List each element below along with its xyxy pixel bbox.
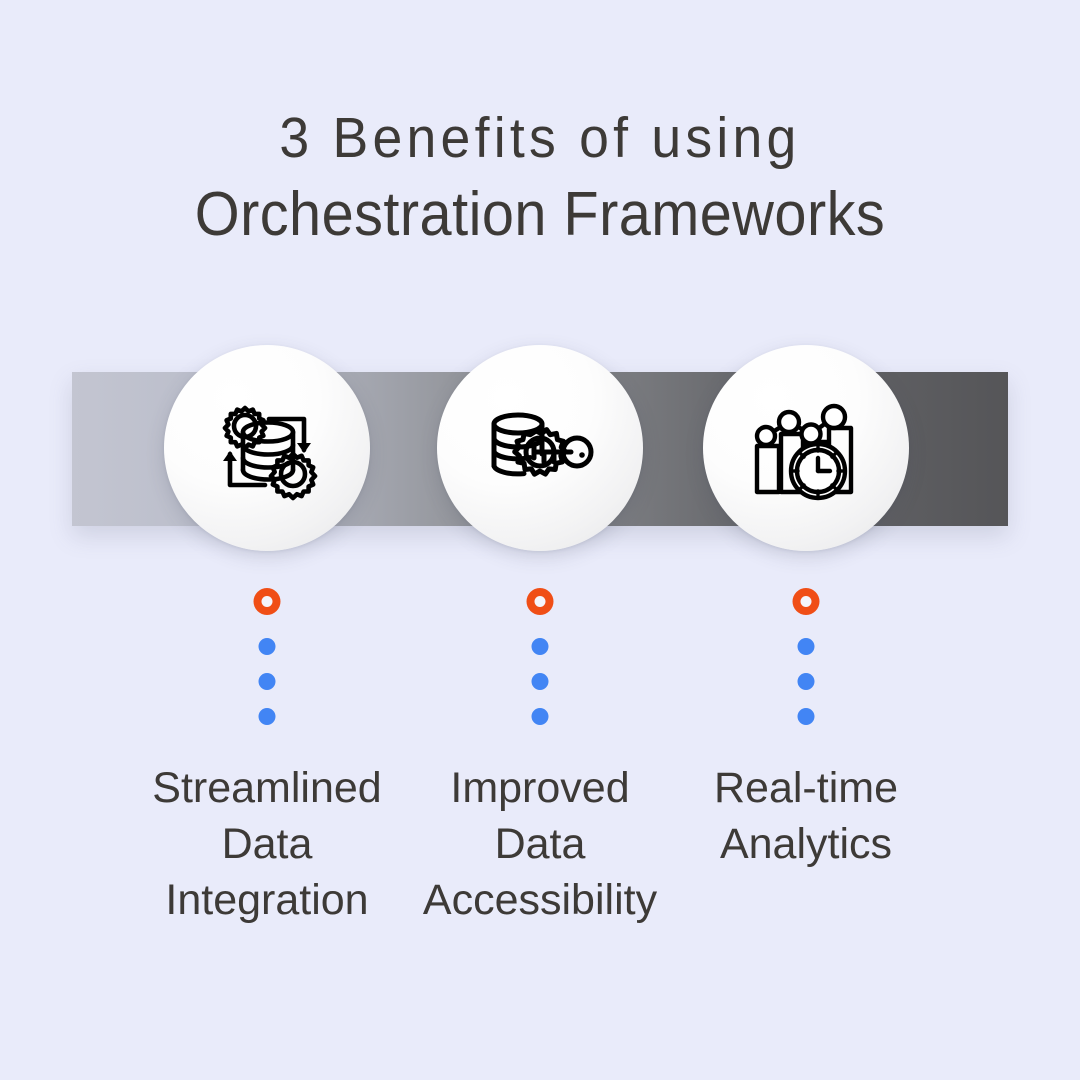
dot-icon bbox=[258, 638, 276, 655]
connector-dots-2 bbox=[526, 588, 554, 725]
icon-circle-3[interactable] bbox=[703, 345, 909, 551]
ring-marker-icon bbox=[253, 588, 281, 615]
benefit-column-1: Streamlined Data Integration bbox=[117, 0, 417, 1080]
database-gears-sync-icon bbox=[222, 405, 318, 501]
dot-icon bbox=[258, 673, 276, 690]
icon-circle-background-2 bbox=[437, 345, 643, 551]
benefit-label-1: Streamlined Data Integration bbox=[152, 764, 382, 924]
dot-icon bbox=[531, 673, 549, 690]
dot-icon bbox=[531, 708, 549, 725]
bar-chart-clock-icon bbox=[754, 403, 854, 501]
benefit-column-2: Improved Data Accessibility bbox=[390, 0, 690, 1080]
benefit-column-3: Real-time Analytics bbox=[656, 0, 956, 1080]
dot-icon bbox=[531, 638, 549, 655]
dot-icon bbox=[797, 638, 815, 655]
icon-circle-2[interactable] bbox=[437, 345, 643, 551]
benefit-label-2: Improved Data Accessibility bbox=[422, 764, 658, 924]
dot-icon bbox=[797, 673, 815, 690]
benefit-label-3: Real-time Analytics bbox=[714, 764, 898, 868]
database-gear-key-icon bbox=[491, 412, 594, 477]
ring-marker-center bbox=[800, 596, 812, 607]
ring-marker-icon bbox=[792, 588, 820, 615]
ring-marker-center bbox=[261, 596, 273, 607]
connector-dots-3 bbox=[792, 588, 820, 725]
title-line-2: Orchestration Frameworks bbox=[194, 180, 886, 249]
page-title: 3 Benefits of using Orchestration Framew… bbox=[0, 100, 1080, 254]
icon-circle-background-3 bbox=[703, 345, 909, 551]
icon-circle-1[interactable] bbox=[164, 345, 370, 551]
connector-dots-1 bbox=[253, 588, 281, 725]
dot-icon bbox=[258, 708, 276, 725]
title-line-1: 3 Benefits of using bbox=[279, 106, 801, 170]
ring-marker-center bbox=[534, 596, 546, 607]
dot-icon bbox=[797, 708, 815, 725]
icon-circle-background-1 bbox=[164, 345, 370, 551]
ring-marker-icon bbox=[526, 588, 554, 615]
